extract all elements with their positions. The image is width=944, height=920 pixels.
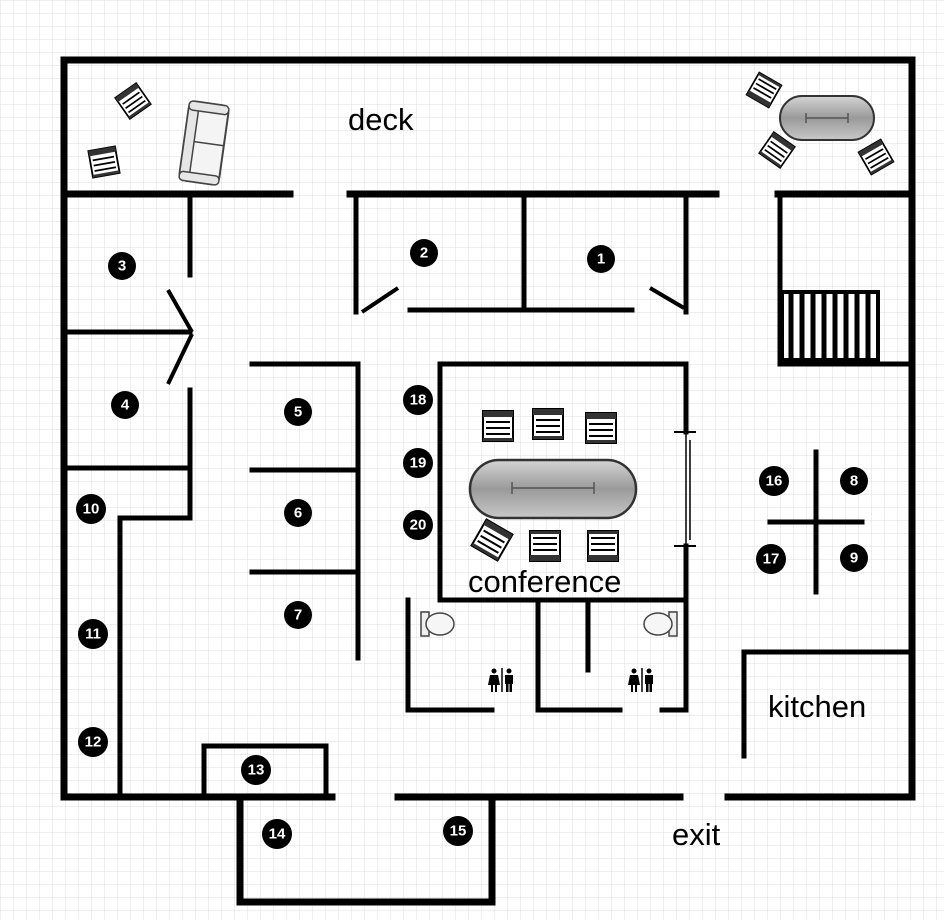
svg-text:8: 8 [850,473,858,490]
svg-text:12: 12 [85,734,102,751]
table-icon [779,95,875,141]
kitchen-label: kitchen [768,689,866,724]
door-icon[interactable] [166,333,194,385]
svg-text:16: 16 [766,473,783,490]
room-marker-19[interactable]: 19 [403,448,433,478]
svg-text:20: 20 [410,517,427,534]
svg-text:15: 15 [450,823,467,840]
room-marker-3[interactable]: 3 [108,252,136,280]
room-marker-20[interactable]: 20 [403,510,433,540]
deck-chair-icon [529,530,561,562]
room-marker-7[interactable]: 7 [284,601,312,629]
svg-text:5: 5 [294,404,302,421]
svg-text:17: 17 [763,551,780,568]
deck-label: deck [348,102,414,137]
svg-text:4: 4 [121,397,130,414]
door-icon[interactable] [648,286,686,310]
toilet-icon [420,611,455,637]
room-marker-14[interactable]: 14 [262,819,292,849]
toilet-icon [643,611,678,637]
svg-text:11: 11 [85,626,101,643]
deck-furniture [87,71,895,186]
room-marker-11[interactable]: 11 [78,619,108,649]
deck-chair-icon [482,410,514,442]
room-marker-13[interactable]: 13 [241,755,271,785]
room-marker-8[interactable]: 8 [840,467,868,495]
doors[interactable] [166,286,696,547]
svg-text:18: 18 [410,392,427,409]
conference-furniture [468,408,638,562]
table-icon [468,458,638,520]
room-marker-12[interactable]: 12 [78,727,108,757]
deck-chair-icon [587,530,619,562]
exit-label: exit [672,817,721,852]
room-marker-2[interactable]: 2 [410,239,438,267]
deck-chair-icon [87,145,121,179]
room-marker-16[interactable]: 16 [759,466,789,496]
room-marker-10[interactable]: 10 [76,494,106,524]
conference-label: conference [468,564,621,599]
svg-text:14: 14 [269,826,286,843]
staircase-icon [780,290,880,362]
room-marker-4[interactable]: 4 [111,391,139,419]
room-marker-5[interactable]: 5 [284,398,312,426]
door-icon[interactable] [166,289,194,333]
svg-text:3: 3 [118,258,126,275]
svg-text:1: 1 [597,251,605,268]
room-marker-18[interactable]: 18 [403,385,433,415]
room-marker-1[interactable]: 1 [587,245,615,273]
svg-text:19: 19 [410,455,427,472]
svg-text:13: 13 [248,762,265,779]
door-icon[interactable] [360,286,400,314]
svg-text:10: 10 [83,501,100,518]
sofa-icon [178,100,230,186]
room-markers: 1 2 3 4 5 6 7 8 9 10 11 12 13 14 15 16 1… [76,239,868,849]
svg-text:2: 2 [420,245,428,262]
room-marker-17[interactable]: 17 [756,544,786,574]
svg-text:6: 6 [294,505,302,522]
room-marker-15[interactable]: 15 [443,816,473,846]
room-marker-6[interactable]: 6 [284,499,312,527]
deck-chair-icon [532,408,564,440]
svg-text:9: 9 [850,550,858,567]
svg-text:7: 7 [294,607,302,624]
room-marker-9[interactable]: 9 [840,544,868,572]
deck-chair-icon [585,412,617,444]
